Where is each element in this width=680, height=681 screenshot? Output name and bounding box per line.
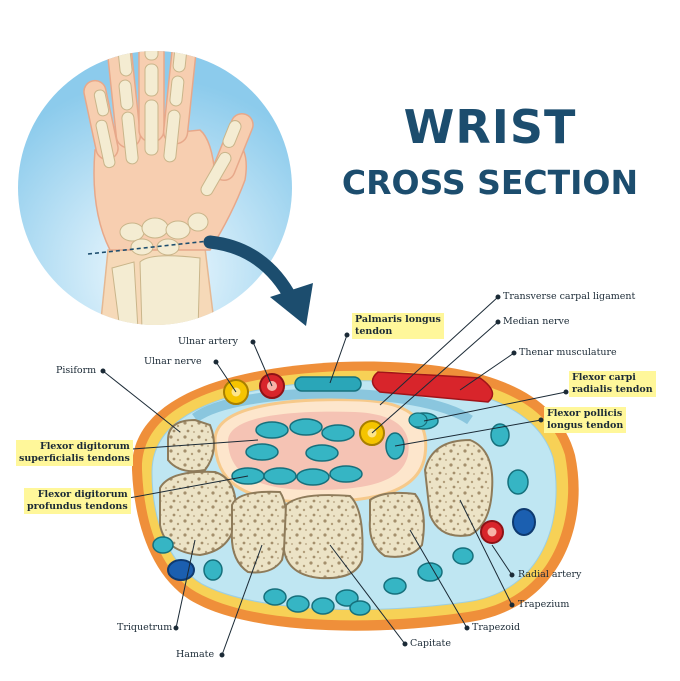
fdp-tendon [296, 468, 330, 486]
label-pisiform: Pisiform [56, 365, 97, 376]
fdp-tendon [329, 465, 363, 483]
label-median-nerve: Median nerve [503, 316, 570, 327]
label-flexor-pollicis-longus: Flexor pollicis longus tendon [544, 407, 627, 433]
vein [512, 508, 536, 536]
label-flexor-digitorum-superficialis: Flexor digitorum superficialis tendons [16, 440, 133, 466]
title-line-1: WRIST [403, 100, 577, 154]
cross-section [131, 361, 579, 631]
hand-inset [18, 51, 292, 325]
label-capitate: Capitate [410, 638, 451, 649]
transverse-carpal-ligament [192, 388, 473, 425]
label-palmaris-longus: Palmaris longus tendon [352, 313, 444, 339]
label-hamate: Hamate [176, 649, 215, 660]
label-trapezium: Trapezium [518, 599, 570, 610]
label-flexor-digitorum-profundus: Flexor digitorum profundus tendons [24, 488, 131, 514]
thenar-musculature [371, 371, 494, 403]
palmaris-longus-tendon [294, 376, 362, 392]
section-line [87, 239, 219, 255]
fds-tendon [321, 424, 355, 442]
pisiform [167, 418, 215, 473]
fds-tendon [305, 444, 339, 462]
section-arrow [203, 235, 299, 307]
label-thenar-musculature: Thenar musculature [519, 347, 617, 358]
label-triquetrum: Triquetrum [117, 622, 173, 633]
fdp-tendon [263, 467, 297, 485]
capitate [282, 494, 364, 580]
carpal-bones [159, 418, 494, 580]
label-trapezoid: Trapezoid [472, 622, 521, 633]
extensor-tendons [152, 423, 529, 616]
title-line-2: CROSS SECTION [341, 163, 639, 202]
trapezoid [368, 491, 425, 558]
label-transverse-carpal-ligament: Transverse carpal ligament [503, 291, 636, 302]
label-ulnar-artery: Ulnar artery [178, 336, 238, 347]
arrow-head [270, 283, 313, 326]
fds-tendon [255, 421, 289, 439]
fds-tendon [245, 443, 279, 461]
label-radial-artery: Radial artery [518, 569, 582, 580]
label-ulnar-nerve: Ulnar nerve [144, 356, 202, 367]
hamate [230, 490, 288, 574]
hand-bones [93, 51, 242, 325]
fds-tendon [289, 418, 323, 436]
label-flexor-carpi-radialis: Flexor carpi radialis tendon [569, 371, 656, 397]
trapezium [423, 438, 494, 537]
